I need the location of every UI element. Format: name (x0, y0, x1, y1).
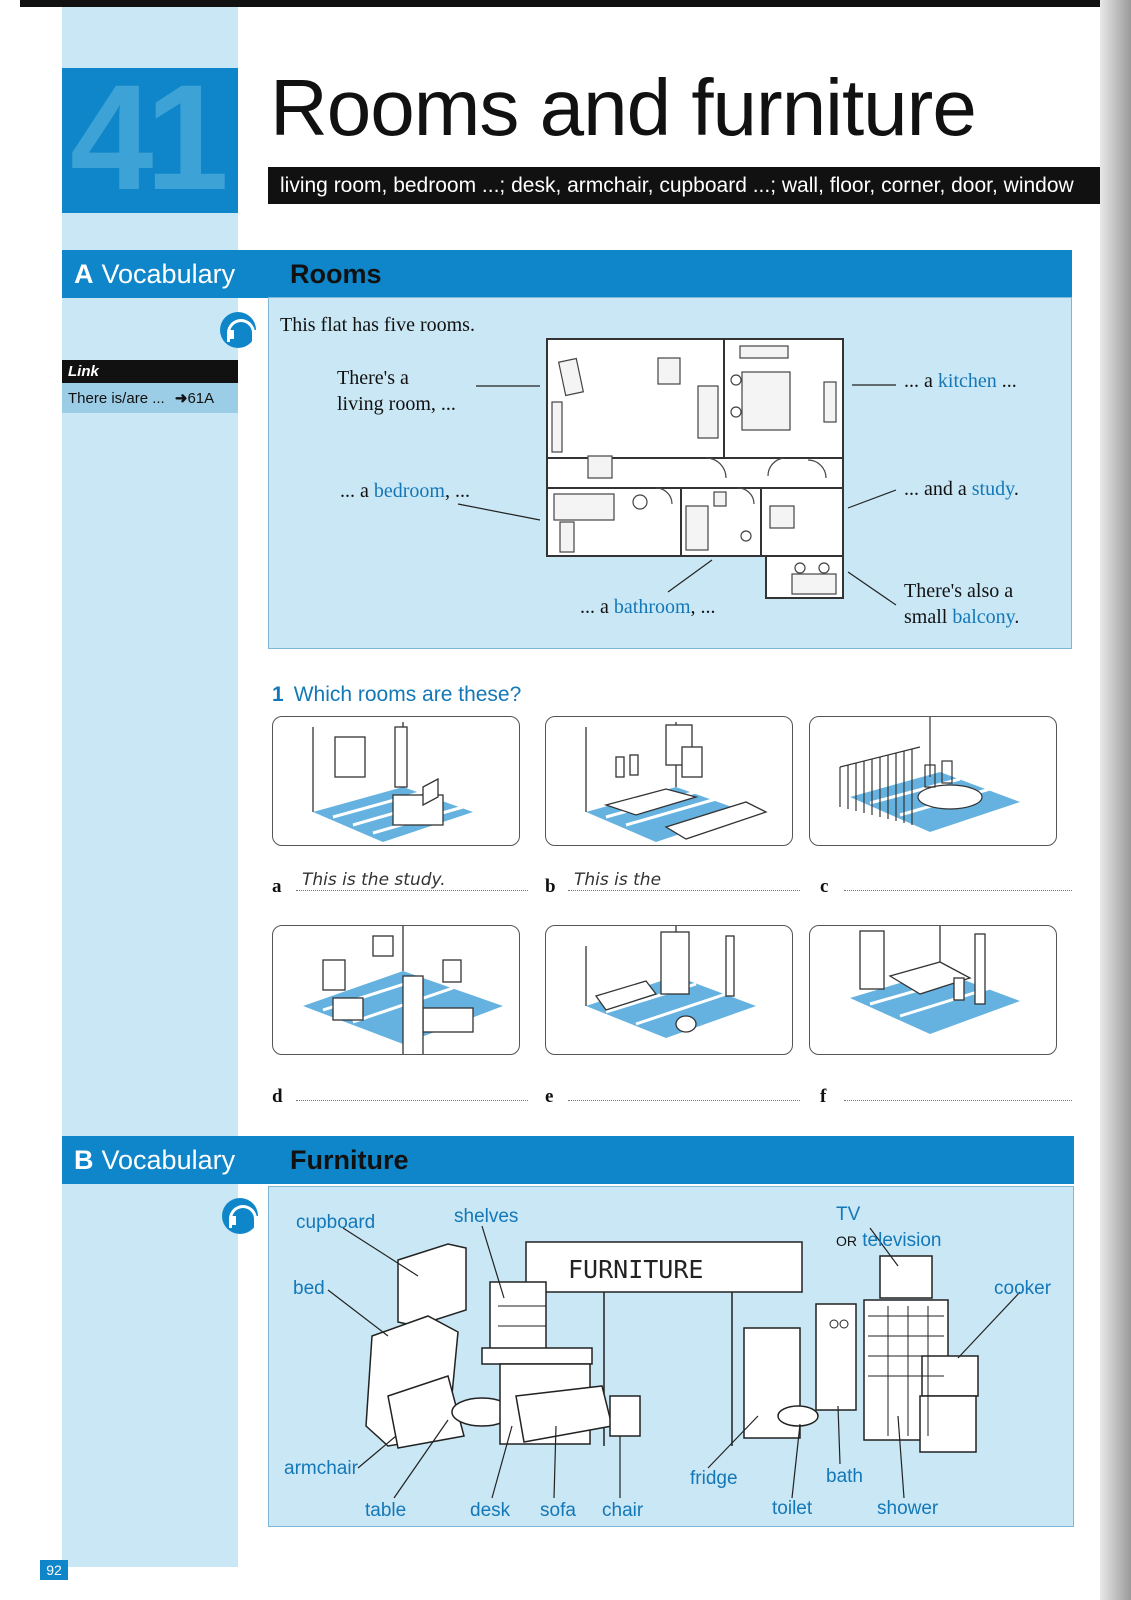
top-rule (20, 0, 1110, 7)
bedroom-word: bedroom (373, 480, 445, 502)
room-picture-c (809, 716, 1057, 846)
section-a-vocabulary: Vocabulary (101, 259, 236, 289)
bedroom-post: , ... (444, 480, 470, 502)
label-television: television (862, 1230, 942, 1251)
bathroom-post: , ... (690, 596, 716, 618)
link-heading: Link (62, 360, 238, 383)
label-bath: bath (826, 1466, 863, 1487)
section-b-vocabulary: Vocabulary (101, 1145, 236, 1175)
balcony-word: balcony (952, 606, 1015, 628)
living-room-label-line2: living room, ... (337, 393, 456, 415)
label-sofa: sofa (540, 1500, 576, 1521)
study-word: study (971, 478, 1014, 500)
answer-a-text[interactable]: This is the study. (302, 870, 446, 890)
unit-number: 41 (70, 53, 229, 221)
answer-d-letter: d (272, 1086, 283, 1107)
exercise-1-heading: 1 Which rooms are these? (272, 683, 521, 707)
balcony-pre: small (904, 606, 953, 628)
page-margin (0, 0, 20, 1600)
section-b-topic: Furniture (290, 1145, 409, 1175)
exercise-question: Which rooms are these? (293, 683, 522, 706)
page-gutter-shadow (1100, 0, 1131, 1600)
room-picture-d (272, 925, 520, 1055)
unit-number-block: 41 (62, 62, 238, 213)
label-toilet: toilet (772, 1498, 813, 1519)
balcony-label-line1: There's also a (904, 580, 1014, 602)
answer-e-letter: e (545, 1086, 554, 1107)
page-title: Rooms and furniture (270, 63, 977, 152)
answer-c-letter: c (820, 876, 829, 897)
bedroom-pre: ... a (340, 480, 374, 502)
headphones-icon-b[interactable] (222, 1198, 262, 1234)
study-label: ... and a study. (904, 476, 1019, 503)
label-table: table (365, 1500, 407, 1521)
bathroom-label: ... a bathroom, ... (580, 594, 716, 621)
answer-f-letter: f (820, 1086, 827, 1107)
section-b-letter: B (74, 1145, 94, 1175)
answer-b-line (568, 890, 800, 891)
furniture-illustration: FURNITURE (327, 1225, 1021, 1499)
room-picture-e (545, 925, 793, 1055)
bedroom-label: ... a bedroom, ... (340, 478, 470, 505)
balcony-label-line2: small balcony. (904, 604, 1019, 631)
unit-subtitle: living room, bedroom ...; desk, armchair… (268, 167, 1100, 204)
exercise-number: 1 (272, 683, 284, 706)
link-text: There is/are ... (68, 390, 165, 407)
kitchen-label: ... a kitchen ... (904, 368, 1017, 395)
answer-b-letter: b (545, 876, 556, 897)
room-picture-a (272, 716, 520, 846)
label-television-line: OR television (836, 1230, 942, 1252)
label-fridge: fridge (690, 1468, 738, 1489)
label-armchair: armchair (284, 1458, 358, 1479)
balcony-post: . (1014, 606, 1020, 628)
label-shelves: shelves (454, 1206, 519, 1227)
page-number: 92 (40, 1560, 68, 1580)
link-body: There is/are ... ➜61A (62, 383, 238, 413)
bathroom-pre: ... a (580, 596, 614, 618)
link-ref: 61A (187, 390, 215, 407)
study-pre: ... and a (904, 478, 972, 500)
answer-a-line (296, 890, 528, 891)
headphones-icon[interactable] (220, 312, 260, 348)
living-room-label-line1: There's a (337, 367, 409, 389)
label-shower: shower (877, 1498, 939, 1519)
answer-c-line[interactable] (844, 890, 1072, 891)
arrow-circle-icon: ➜ (174, 390, 188, 407)
section-a-topic: Rooms (290, 259, 382, 289)
label-or: OR (836, 1233, 857, 1249)
room-picture-b (545, 716, 793, 846)
link-box: Link There is/are ... ➜61A (62, 360, 238, 413)
bathroom-word: bathroom (613, 596, 691, 618)
room-picture-f (809, 925, 1057, 1055)
kitchen-word: kitchen (937, 370, 997, 392)
answer-b-text[interactable]: This is the (574, 870, 662, 890)
answer-f-line[interactable] (844, 1100, 1072, 1101)
floorplan-leader-lines (457, 384, 897, 606)
label-cupboard: cupboard (296, 1212, 376, 1233)
furniture-sign-text: FURNITURE (568, 1255, 703, 1284)
kitchen-pre: ... a (904, 370, 938, 392)
section-a-letter: A (74, 259, 94, 289)
label-tv: TV (836, 1204, 861, 1225)
kitchen-post: ... (996, 370, 1017, 392)
label-cooker: cooker (994, 1278, 1052, 1299)
label-chair: chair (602, 1500, 644, 1521)
rooms-intro: This flat has five rooms. (280, 314, 475, 336)
answer-a-letter: a (272, 876, 282, 897)
answer-d-line[interactable] (296, 1100, 528, 1101)
label-bed: bed (293, 1278, 325, 1299)
study-post: . (1013, 478, 1019, 500)
floor-plan (546, 338, 844, 599)
label-desk: desk (470, 1500, 511, 1521)
answer-e-line[interactable] (568, 1100, 800, 1101)
